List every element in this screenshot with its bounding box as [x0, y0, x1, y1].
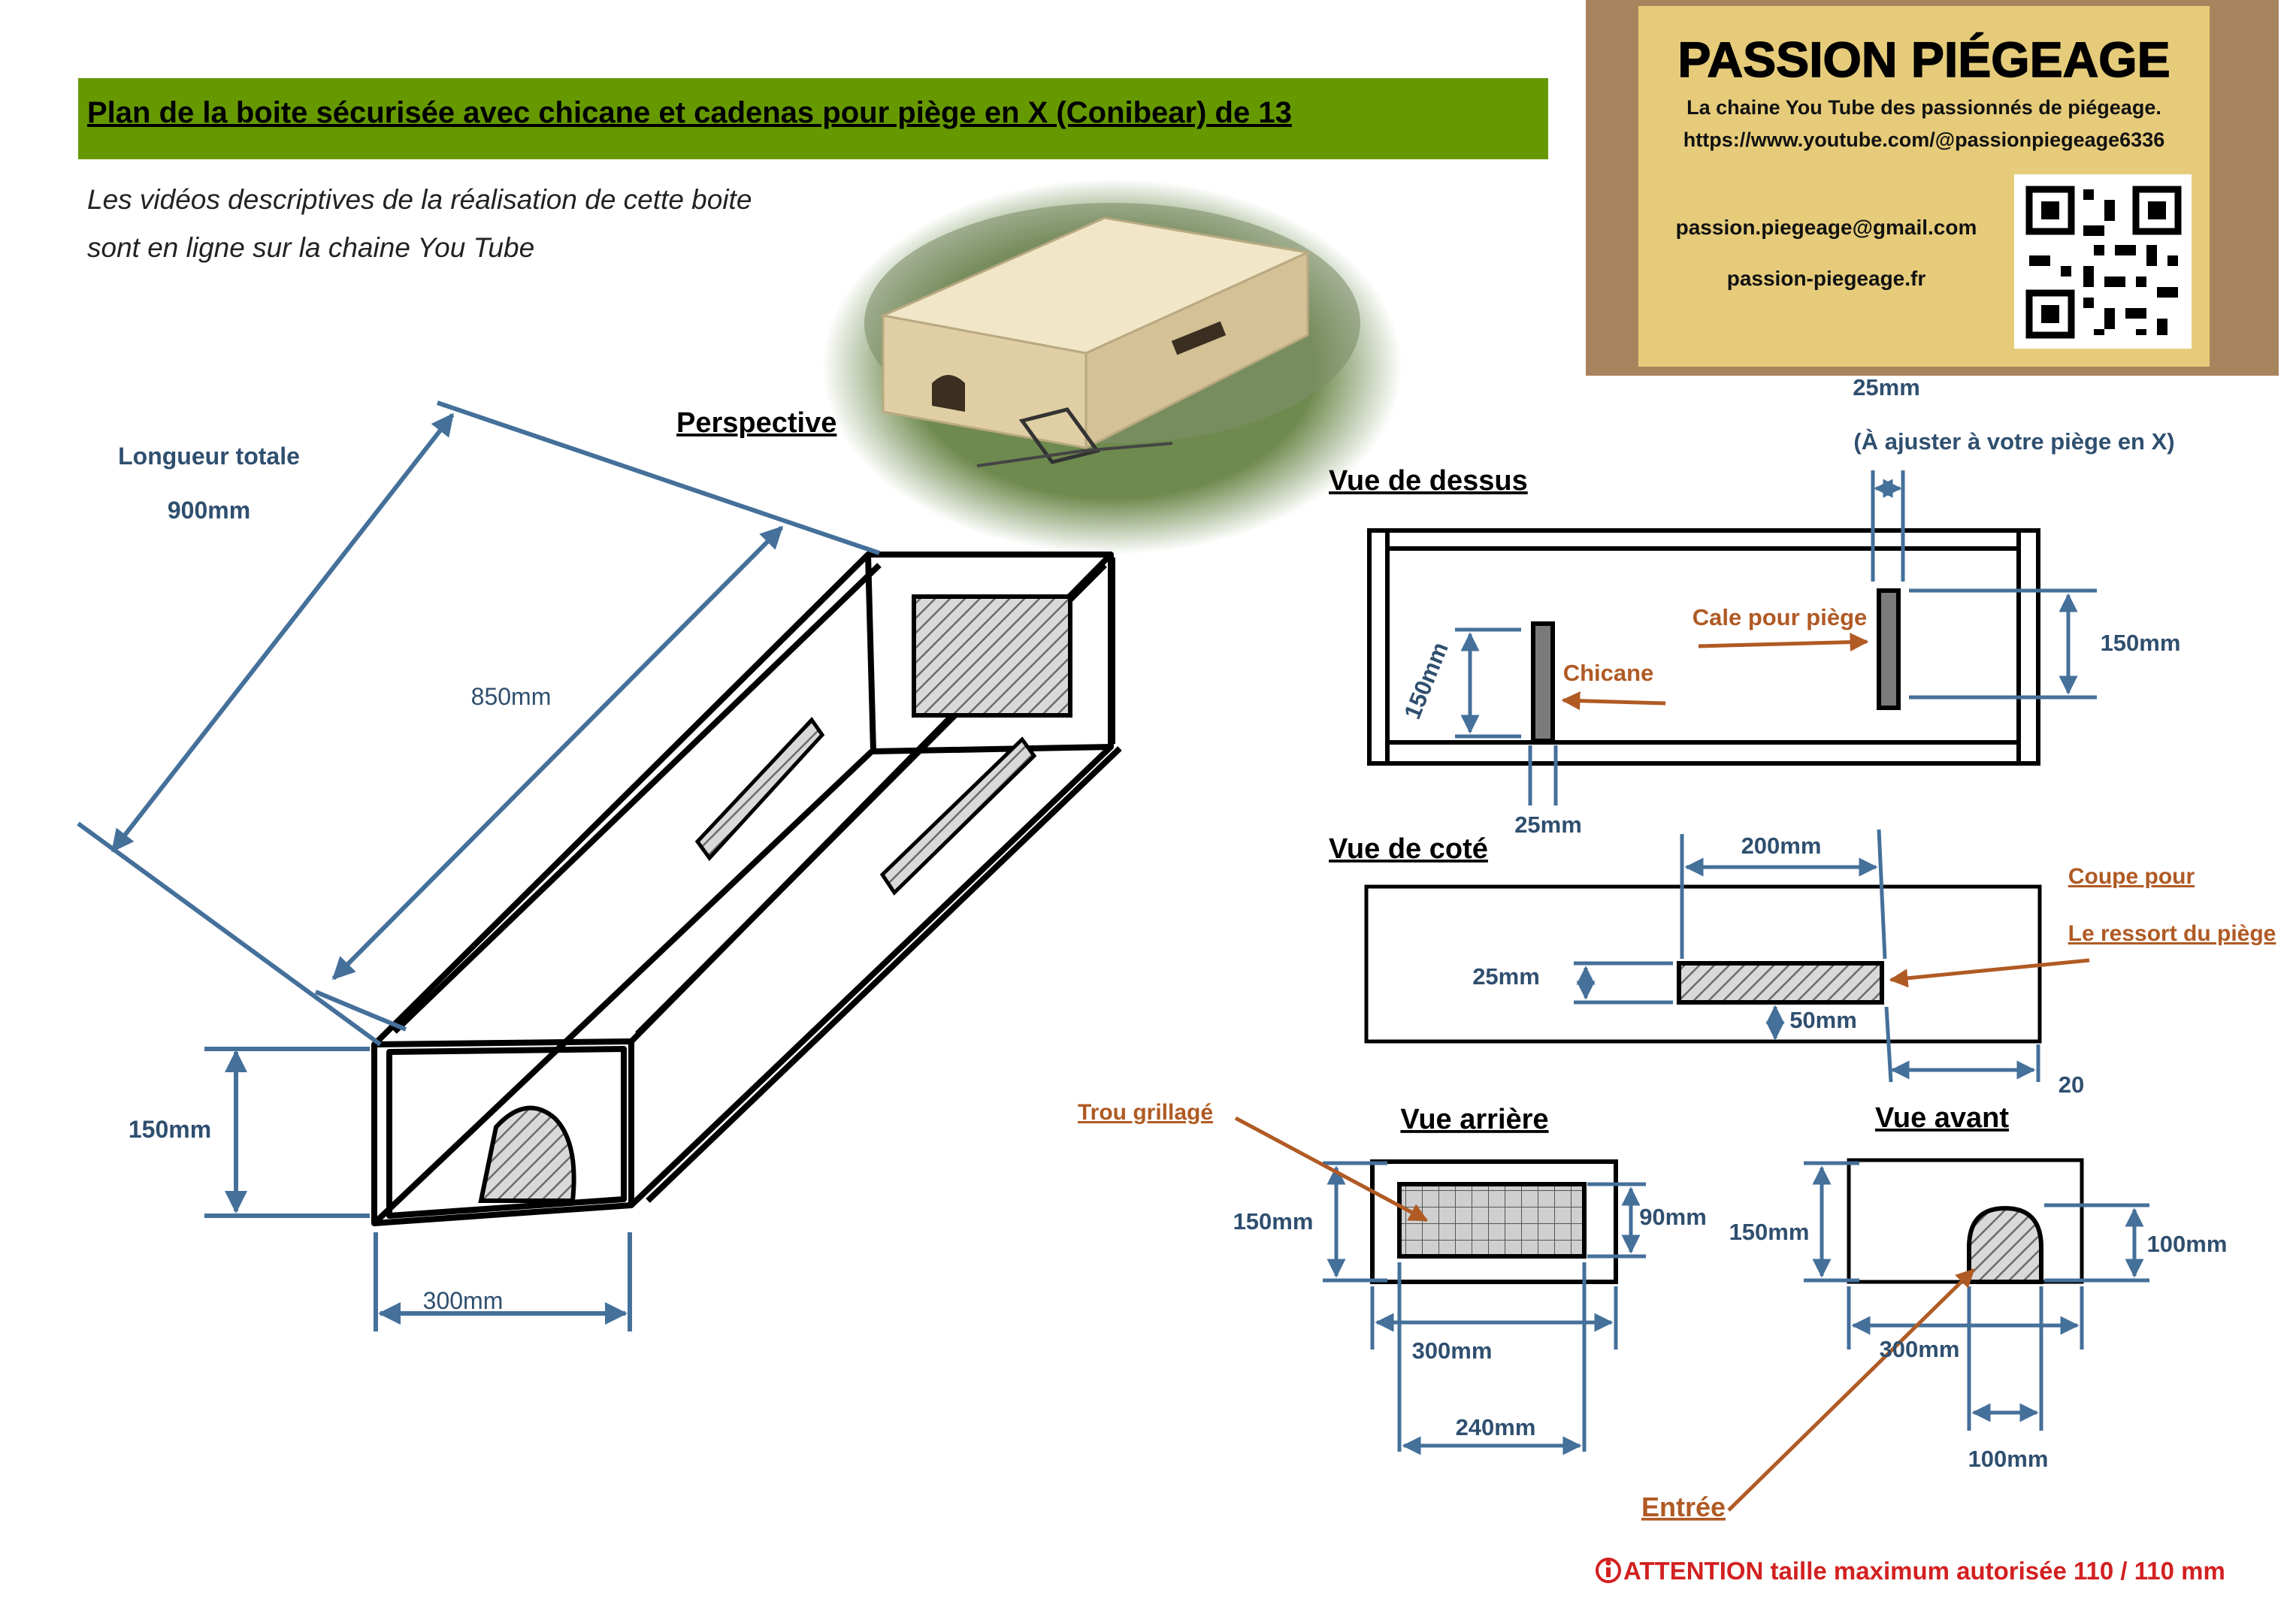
perspective-entry-hole	[478, 1105, 576, 1203]
rear-view-box	[1370, 1159, 1618, 1284]
brand-url[interactable]: https://www.youtube.com/@passionpiegeage…	[1683, 128, 2164, 151]
top-view-dimensions	[1455, 470, 2097, 805]
rear-view-dimensions	[1323, 1161, 1646, 1455]
mesh-callout-arrow	[1234, 1116, 1429, 1223]
total-length-value: 900mm	[168, 497, 250, 524]
rear-mesh-height: 90mm	[1639, 1204, 1707, 1230]
front-view-box	[1847, 1158, 2084, 1284]
rear-width: 300mm	[1412, 1337, 1493, 1364]
intro-line-1: Les vidéos descriptives de la réalisatio…	[87, 184, 752, 215]
top-view-heading: Vue de dessus	[1329, 465, 1528, 497]
spring-slot	[1677, 961, 1884, 1005]
gap-note: (À ajuster à votre piège en X)	[1853, 428, 2174, 455]
brand-website[interactable]: passion-piegeage.fr	[1727, 267, 1926, 290]
front-opening-height: 100mm	[2147, 1231, 2228, 1257]
baffle	[1531, 621, 1555, 743]
rear-height: 150mm	[1233, 1208, 1314, 1235]
perspective-slot-1	[694, 717, 825, 861]
entry-callout-arrow	[1727, 1268, 1975, 1512]
total-length-label: Longueur totale	[118, 443, 300, 470]
rear-mesh-hole	[1397, 1182, 1587, 1259]
slot-height: 25mm	[1472, 963, 1540, 990]
front-height: 150mm	[1729, 1219, 1810, 1245]
box-photo	[822, 179, 1402, 555]
side-view-dimensions	[1574, 829, 2040, 1083]
perspective-dimensions	[77, 400, 880, 1331]
perspective-slot-2	[879, 736, 1037, 896]
slot-length: 200mm	[1741, 833, 1822, 859]
perspective-height-value: 150mm	[129, 1116, 211, 1143]
page-title: Plan de la boite sécurisée avec chicane …	[87, 96, 1292, 129]
rear-view-heading: Vue arrière	[1400, 1104, 1548, 1135]
cut-label-2: Le ressort du piège	[2068, 921, 2276, 946]
top-view-box	[1367, 528, 2040, 766]
brand-card: PASSION PIÉGEAGE La chaine You Tube des …	[1586, 0, 2279, 376]
front-width: 300mm	[1880, 1336, 1960, 1362]
mesh-label: Trou grillagé	[1078, 1100, 1213, 1125]
entry-label: Entrée	[1641, 1492, 1726, 1522]
info-icon	[1596, 1558, 1621, 1583]
perspective-heading: Perspective	[676, 407, 836, 439]
top-right-height: 150mm	[2101, 630, 2181, 656]
title-band	[78, 78, 1548, 159]
front-view-dimensions	[1804, 1161, 2149, 1431]
slot-offset-end: 20	[2059, 1071, 2084, 1098]
side-view-heading: Vue de coté	[1329, 833, 1488, 865]
warning-text: ATTENTION taille maximum autorisée 110 /…	[1623, 1557, 2225, 1585]
front-opening-width: 100mm	[1968, 1446, 2049, 1472]
cut-label-1: Coupe pour	[2068, 864, 2195, 889]
perspective-width-value: 300mm	[423, 1287, 504, 1314]
front-entry-hole	[1967, 1205, 2043, 1284]
spring-callout-arrow	[1889, 958, 2090, 988]
baffle-callout-arrow	[1561, 691, 1666, 711]
brand-name: PASSION PIÉGEAGE	[1677, 32, 2170, 87]
inner-length-value: 850mm	[471, 683, 552, 710]
brand-tagline: La chaine You Tube des passionnés de pié…	[1686, 96, 2161, 119]
intro-line-2: sont en ligne sur la chaine You Tube	[87, 232, 534, 263]
baffle-thickness: 25mm	[1514, 812, 1582, 838]
top-left-height: 150mm	[1399, 639, 1453, 723]
qr-code-icon	[2014, 174, 2192, 349]
brand-email[interactable]: passion.piegeage@gmail.com	[1676, 216, 1977, 239]
front-view-heading: Vue avant	[1875, 1102, 2009, 1134]
rear-mesh-width: 240mm	[1456, 1414, 1536, 1440]
slot-offset-bottom: 50mm	[1789, 1007, 1857, 1033]
gap-value: 25mm	[1853, 374, 1920, 400]
perspective-rear-mesh	[912, 594, 1072, 718]
baffle-label: Chicane	[1563, 660, 1654, 686]
wedge-label: Cale pour piège	[1693, 604, 1868, 630]
wedge-callout-arrow	[1698, 633, 1869, 652]
trap-wedge	[1877, 588, 1901, 710]
